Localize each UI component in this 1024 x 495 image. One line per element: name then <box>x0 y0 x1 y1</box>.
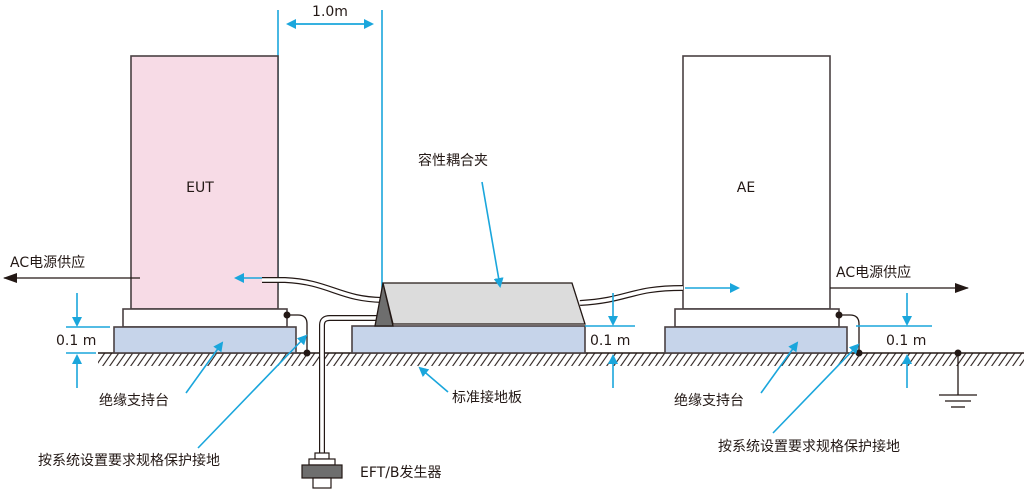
height-mid-label: 0.1 m <box>590 333 630 349</box>
height-dimension-mid: 0.1 m <box>585 293 635 388</box>
ac-supply-right: AC电源供应 <box>830 264 969 293</box>
ac-supply-left-label: AC电源供应 <box>10 254 85 271</box>
protective-ground-left-label: 按系统设置要求规格保护接地 <box>38 452 220 469</box>
clamp-callout: 容性耦合夹 <box>418 152 504 288</box>
earth-ground-icon <box>939 349 977 408</box>
capacitive-coupling-clamp <box>374 282 586 327</box>
ground-plane-callout: 标准接地板 <box>418 366 522 406</box>
eut-label: EUT <box>186 180 214 196</box>
ae-label: AE <box>737 180 755 196</box>
ae-box <box>682 55 831 310</box>
height-dimension-left: 0.1 m <box>56 293 110 388</box>
eut-unit: EUT <box>113 55 297 354</box>
insulating-right-callout: 绝缘支持台 <box>674 341 799 409</box>
cable-clamp-to-ae <box>579 285 684 306</box>
insulating-left-callout: 绝缘支持台 <box>99 341 224 409</box>
cable-eut-to-clamp <box>262 277 386 303</box>
protective-ground-wire-left <box>283 311 311 357</box>
height-dimension-right: 0.1 m <box>856 293 932 388</box>
cable-generator <box>319 315 385 460</box>
distance-label: 1.0m <box>312 4 348 20</box>
eut-box <box>130 55 279 310</box>
generator-label: EFT/B发生器 <box>360 465 442 481</box>
insulating-left-label: 绝缘支持台 <box>99 393 169 409</box>
insulating-support-right <box>664 326 848 354</box>
reference-ground-plate <box>351 325 586 354</box>
eut-base <box>122 308 288 328</box>
insulating-support-left <box>113 326 297 354</box>
ground-plane-label: 标准接地板 <box>452 389 522 406</box>
ac-supply-right-label: AC电源供应 <box>836 264 911 281</box>
ac-supply-left: AC电源供应 <box>3 254 140 283</box>
ae-base <box>674 308 840 328</box>
ground-plane-hatch <box>98 352 1024 366</box>
protective-ground-right-label: 按系统设置要求规格保护接地 <box>718 438 900 455</box>
ae-unit: AE <box>664 55 848 354</box>
eft-generator: EFT/B发生器 <box>301 452 442 489</box>
insulating-right-label: 绝缘支持台 <box>674 393 744 409</box>
protective-ground-left-callout: 按系统设置要求规格保护接地 <box>38 334 308 469</box>
protective-ground-right-callout: 按系统设置要求规格保护接地 <box>718 343 900 455</box>
height-left-label: 0.1 m <box>56 333 96 349</box>
height-right-label: 0.1 m <box>886 333 926 349</box>
clamp-label: 容性耦合夹 <box>418 152 488 169</box>
